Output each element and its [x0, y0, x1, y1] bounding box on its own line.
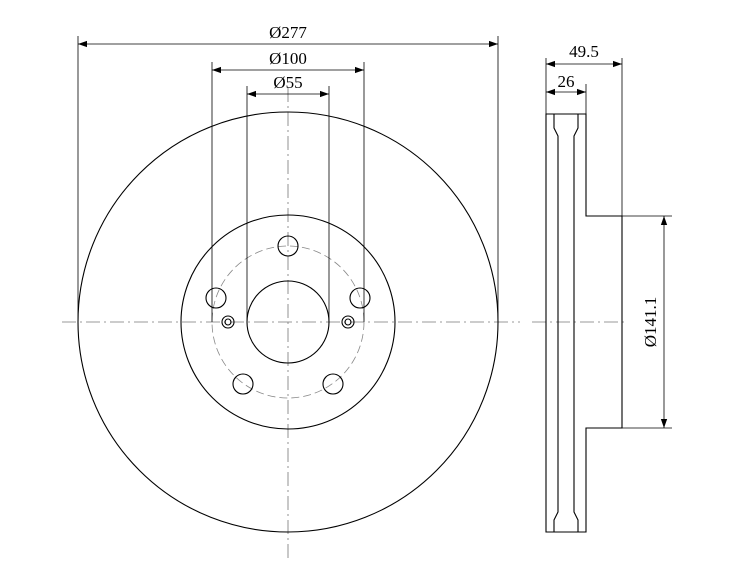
hat-diameter-label: Ø141.1	[641, 297, 660, 348]
front-view	[62, 88, 520, 560]
outer-diameter-label: Ø277	[269, 23, 307, 42]
dimension-outer-diameter: Ø277	[77, 23, 499, 322]
vent-channel	[553, 114, 559, 532]
hub-circle	[180, 214, 396, 430]
bolt-hole	[232, 373, 254, 395]
bolt-hole	[205, 287, 227, 309]
vent-channel	[573, 114, 579, 532]
bolt-hole	[322, 373, 344, 395]
screw-hole-outer	[221, 315, 235, 329]
center-bore-label: Ø55	[273, 73, 302, 92]
screw-hole-inner	[344, 318, 352, 326]
side-profile-outline	[545, 113, 623, 533]
dimension-pcd: Ø100	[211, 49, 365, 322]
pcd-label: Ø100	[269, 49, 307, 68]
dimension-total-height: 49.5	[545, 42, 623, 216]
dimension-hat-diameter: Ø141.1	[622, 215, 672, 429]
screw-hole-inner	[224, 318, 232, 326]
dimension-disc-thickness: 26	[546, 72, 587, 114]
dimension-center-bore: Ø55	[246, 73, 330, 322]
side-view	[532, 113, 628, 533]
total-height-label: 49.5	[569, 42, 599, 61]
disc-thickness-label: 26	[558, 72, 575, 91]
bolt-hole	[277, 235, 299, 257]
bolt-hole	[349, 287, 371, 309]
screw-hole-outer	[341, 315, 355, 329]
